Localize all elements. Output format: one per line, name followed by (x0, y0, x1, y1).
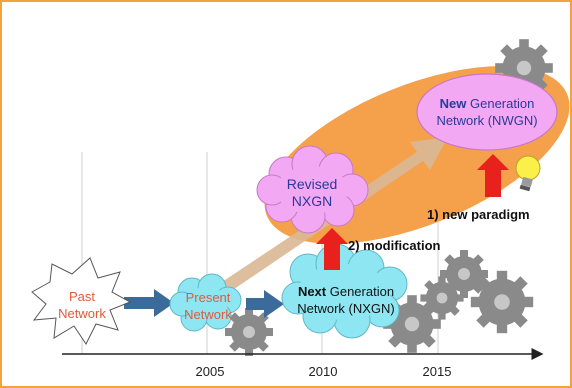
nwgn-label: New Generation Network (NWGN) (436, 96, 538, 128)
modification-note: 2) modification (348, 238, 441, 253)
nxgn-label: Next Generation Network (NXGN) (297, 284, 395, 316)
present-network-cloud (169, 273, 242, 332)
nwgn-label-bold: New (439, 96, 467, 111)
year-label-2005: 2005 (195, 364, 225, 379)
gear-icon (470, 270, 534, 334)
arrow-past-to-present (124, 289, 174, 317)
arrow-present-to-nxgn (246, 290, 284, 318)
past-network-starburst (31, 257, 132, 345)
revised-nxgn-cloud (256, 145, 369, 234)
lightbulb-icon (515, 155, 541, 192)
modification-arrow (316, 228, 348, 270)
nwgn-ellipse (416, 73, 558, 151)
nxgn-label-bold: Next (297, 284, 327, 299)
year-label-2010: 2010 (308, 364, 338, 379)
gear-icon (420, 276, 464, 320)
new-paradigm-note: 1) new paradigm (427, 207, 530, 222)
new-paradigm-arrow (477, 154, 509, 197)
year-label-2015: 2015 (422, 364, 452, 379)
nxgn-cloud (281, 243, 408, 339)
